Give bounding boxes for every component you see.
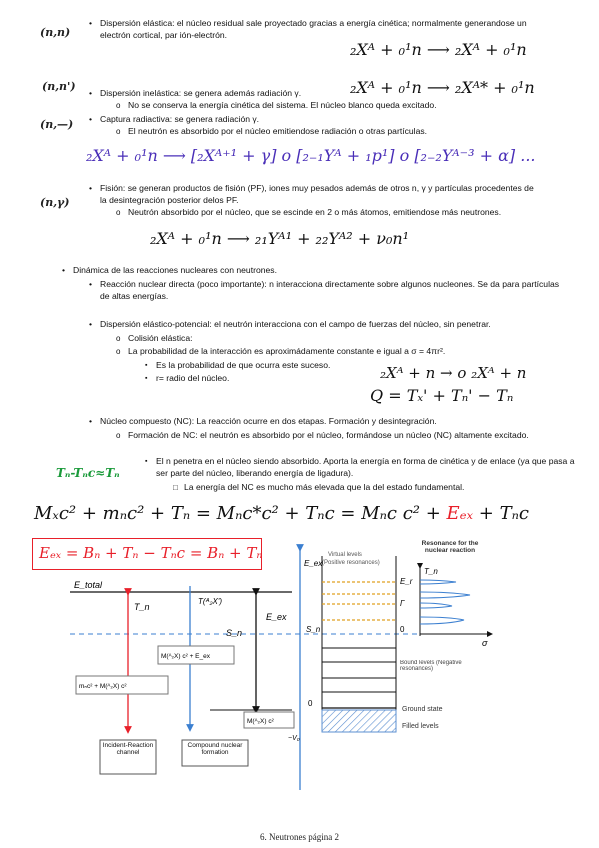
sub-nc-energy: La energía del NC es mucho más elevada q… [173, 482, 564, 494]
box-compound-channel [181, 739, 249, 767]
box2-label: mₙc² + M(ᴬ₂X) c² [79, 682, 127, 690]
bullet-potential: Dispersión elástico-potencial: el neutró… [89, 319, 570, 331]
eq-eex: Eₑₓ = Bₙ + Tₙ − Tₙc = Bₙ + Tₙ [39, 544, 263, 562]
side-note-elastic: (n,n) [40, 26, 71, 39]
sub-fission: Neutrón absorbido por el núcleo, que se … [116, 207, 568, 219]
box-incident-channel [99, 739, 157, 775]
sn-label-right: S_n [306, 625, 321, 634]
channel-compound-label: Compound nuclear formation [187, 742, 243, 756]
eq-capture: ₂Xᴬ + ₀¹n ⟶ [₂Xᴬ⁺¹ + γ] o [₂₋₁Yᴬ + ₁p¹] … [86, 146, 536, 165]
resonance-peak-3 [419, 602, 453, 609]
eq-inelastic: ₂Xᴬ + ₀¹n ⟶ ₂Xᴬ* + ₀¹n [350, 78, 535, 97]
green-note: Tₙ-Tₙc≈Tₙ [56, 466, 120, 480]
energy-diagram: E_total T_n mₙc² + M(ᴬ₂X) c² T(ᴬ₂X') M(ᴬ… [70, 540, 493, 790]
sub-nc-formation: Formación de NC: el neutrón es absorbido… [116, 430, 568, 442]
box3-label: M(ᴬ₂X) c² [247, 717, 275, 725]
bullet-elastic: Dispersión elástica: el núcleo residual … [89, 18, 530, 41]
eq-fission: ₂Xᴬ + ₀¹n ⟶ ₂₁Yᴬ¹ + ₂₂Yᴬ² + ν₀n¹ [150, 229, 410, 248]
etotal-label: E_total [74, 580, 103, 590]
box-nucleus-neutron [75, 675, 169, 695]
bullet-direct: Reacción nuclear directa (poco important… [89, 279, 570, 302]
tx-label: T(ᴬ₂X') [198, 597, 222, 606]
eq-energy-balance: Mₓc² + mₙc² + Tₙ = Mₙc*c² + Tₙc = Mₙc c²… [34, 503, 529, 524]
bullet-compound: Núcleo compuesto (NC): La reacción ocurr… [89, 416, 570, 428]
sub-collision: Colisión elástica: [116, 333, 428, 345]
resonance-label: Resonance for the nuclear reaction [421, 540, 479, 554]
sub-probability: La probabilidad de la interacción es apr… [116, 346, 548, 358]
ground-state-label: Ground state [402, 706, 443, 713]
eq-q-value: Q = Tₓ' + Tₙ' − Tₙ [370, 386, 514, 405]
side-note-inelastic: (n,n') [42, 80, 76, 93]
bullet-inelastic: Dispersión inelástica: se genera además … [89, 88, 350, 100]
channel-incident-label: Incident-Reaction channel [102, 742, 154, 756]
sub-capture: El neutrón es absorbido por el núcleo em… [116, 126, 568, 138]
zero-label-top: 0 [400, 625, 405, 634]
bullet-fission: Fisión: se generan productos de fisión (… [89, 183, 540, 206]
er-label: E_r [400, 577, 413, 586]
filled-levels-region [321, 709, 397, 733]
bullet-capture: Captura radiactiva: se genera radiación … [89, 114, 500, 126]
virtual-label-1: Virtual levels [328, 552, 362, 558]
gamma-label: Γ [400, 599, 405, 608]
eq-elastic-potential: ₂Xᴬ + n → o ₂Xᴬ + n [380, 364, 527, 382]
eq-elastic: ₂Xᴬ + ₀¹n ⟶ ₂Xᴬ + ₀¹n [350, 40, 527, 59]
sub-prob-meaning: Es la probabilidad de que ocurra este su… [145, 360, 376, 372]
side-note-capture: (n,—) [40, 118, 74, 131]
resonance-peak-4 [419, 616, 465, 625]
tn-label: T_n [134, 602, 150, 612]
sub-inelastic: No se conserva la energía cinética del s… [116, 100, 568, 112]
sub-absorbed: El n penetra en el núcleo siendo absorbi… [145, 456, 576, 479]
eex-label: E_ex [266, 612, 287, 622]
virtual-label-2: (Positive resonances) [322, 560, 380, 566]
bound-levels-label: Bound levels (Negative resonances) [400, 660, 462, 672]
bullet-dynamics: Dinámica de las reacciones nucleares con… [62, 265, 473, 277]
v0-label: −V₀ [288, 735, 300, 742]
tn-axis-label: T_n [424, 567, 438, 576]
eex-box: Eₑₓ = Bₙ + Tₙ − Tₙc = Bₙ + Tₙ [32, 538, 262, 570]
sub-radius: r= radio del núcleo. [145, 373, 356, 385]
zero-label-bottom: 0 [308, 699, 313, 708]
box-ground [243, 711, 295, 729]
resonance-peak-2 [419, 591, 471, 599]
eex-axis-label: E_ex [304, 559, 323, 568]
box1-label: M(ᴬ₂X) c² + E_ex [161, 652, 211, 660]
filled-levels-label: Filled levels [402, 723, 439, 730]
sn-label-left: S_n [226, 628, 242, 638]
resonance-peak-1 [419, 579, 457, 585]
side-note-gamma: (n,γ) [40, 196, 70, 209]
sigma-label: σ [482, 638, 488, 648]
box-excited [157, 645, 235, 665]
page-footer: 6. Neutrones página 2 [260, 832, 339, 842]
